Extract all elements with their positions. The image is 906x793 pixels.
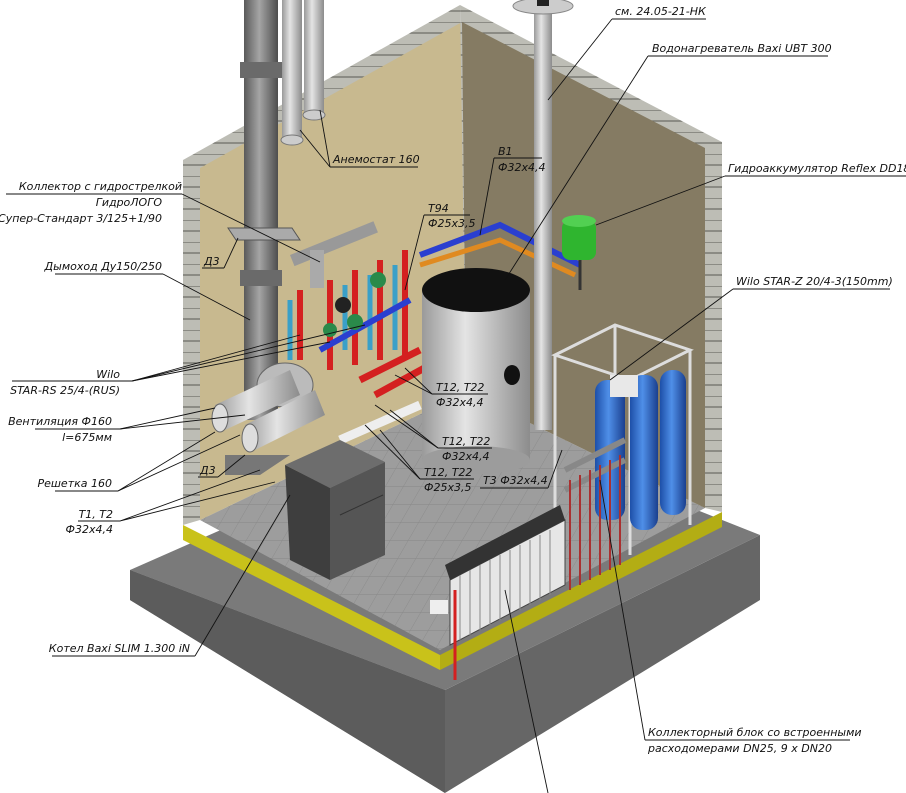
svg-text:см. 24.05-21-НК: см. 24.05-21-НК: [615, 5, 707, 18]
svg-text:Котел Baxi SLIM 1.300 iN: Котел Baxi SLIM 1.300 iN: [49, 642, 190, 655]
svg-text:Решетка 160: Решетка 160: [37, 477, 112, 490]
callout-accumulator: Гидроаккумулятор Reflex DD18: [595, 162, 906, 226]
yellow-plinth: [183, 512, 722, 670]
callout-floor-manifold: Коллекторный блок со встроенными расходо…: [599, 479, 862, 755]
svg-text:Вентиляция Ф160: Вентиляция Ф160: [8, 415, 112, 428]
radiator-leader-line: [504, 589, 549, 793]
water-heater: [422, 268, 530, 474]
svg-text:Т3 Ф32х4,4: Т3 Ф32х4,4: [483, 474, 548, 487]
svg-text:Ф25х3,5: Ф25х3,5: [428, 217, 475, 230]
svg-text:Ф25х3,5: Ф25х3,5: [424, 481, 471, 494]
floor-collector-block: [563, 437, 627, 590]
anemostat-ducts: [280, 0, 326, 146]
svg-text:Т12, Т22: Т12, Т22: [436, 381, 484, 394]
callout-wilo-rs: Wilo STAR-RS 25/4-(RUS): [10, 324, 366, 397]
thermostat-icon: [430, 600, 448, 614]
svg-text:Т94: Т94: [428, 202, 449, 215]
callout-t3: Т3 Ф32х4,4: [480, 449, 563, 489]
callout-d3-top: Д3: [202, 237, 239, 269]
callout-collector: Коллектор с гидрострелкой ГидроЛОГО Супе…: [0, 180, 321, 263]
svg-text:расходомерами DN25, 9 x DN20: расходомерами DN25, 9 x DN20: [647, 742, 832, 755]
svg-text:Ф32х4,4: Ф32х4,4: [442, 450, 489, 463]
svg-text:В1: В1: [498, 145, 513, 158]
svg-text:ГидроЛОГО: ГидроЛОГО: [96, 196, 163, 209]
svg-text:Водонагреватель Baxi UBT 300: Водонагреватель Baxi UBT 300: [652, 42, 832, 55]
callout-water-heater: Водонагреватель Baxi UBT 300: [504, 42, 832, 281]
svg-text:Т1, Т2: Т1, Т2: [79, 508, 113, 521]
callout-ventilation: Вентиляция Ф160 l=675мм: [8, 407, 246, 444]
svg-text:Д3: Д3: [203, 255, 220, 268]
callout-t12-c: Т12, Т22 Ф25х3,5: [364, 424, 474, 494]
svg-text:Ф32х4,4: Ф32х4,4: [498, 161, 545, 174]
callout-anemostat: Анемостат 160: [299, 109, 420, 168]
callout-ref-drawing: см. 24.05-21-НК: [547, 5, 707, 101]
expansion-tank: [562, 215, 596, 290]
callout-d3-bottom: Д3: [198, 454, 246, 478]
callout-t1-t2: Т1, Т2 Ф32х4,4: [66, 469, 276, 536]
svg-text:Wilo: Wilo: [96, 368, 120, 381]
svg-text:Д3: Д3: [199, 464, 216, 477]
callout-grille: Решетка 160: [37, 431, 241, 492]
callout-t12-a: Т12, Т22 Ф32х4,4: [394, 367, 488, 409]
svg-text:Коллекторный блок со встроенны: Коллекторный блок со встроенными: [648, 726, 862, 739]
svg-text:Т12, Т22: Т12, Т22: [424, 466, 472, 479]
svg-text:Т12, Т22: Т12, Т22: [442, 435, 490, 448]
callout-chimney: Дымоход Ду150/250: [44, 260, 251, 321]
svg-text:STAR-RS 25/4-(RUS): STAR-RS 25/4-(RUS): [10, 384, 120, 397]
callout-b1: В1 Ф32х4,4: [479, 145, 545, 236]
callout-wilo-z: Wilo STAR-Z 20/4-3(150mm): [609, 275, 893, 381]
floor: [200, 392, 705, 650]
svg-text:Ф32х4,4: Ф32х4,4: [436, 396, 483, 409]
svg-text:Дымоход Ду150/250: Дымоход Ду150/250: [44, 260, 162, 273]
ventilation-ducts: [211, 362, 325, 475]
radiator: [430, 505, 566, 680]
callout-t12-b: Т12, Т22 Ф32х4,4: [374, 404, 492, 463]
svg-text:Ф32х4,4: Ф32х4,4: [66, 523, 113, 536]
boiler: [285, 440, 385, 580]
callout-t94: Т94 Ф25х3,5: [404, 202, 475, 291]
svg-text:Коллектор с гидрострелкой: Коллектор с гидрострелкой: [19, 180, 182, 193]
svg-text:Wilo STAR-Z 20/4-3(150mm): Wilo STAR-Z 20/4-3(150mm): [736, 275, 893, 288]
svg-text:Анемостат 160: Анемостат 160: [332, 153, 420, 166]
callout-boiler: Котел Baxi SLIM 1.300 iN: [49, 494, 291, 657]
svg-text:l=675мм: l=675мм: [62, 431, 112, 444]
svg-text:Супер-Стандарт 3/125+1/90: Супер-Стандарт 3/125+1/90: [0, 212, 162, 225]
svg-text:Гидроаккумулятор Reflex DD18: Гидроаккумулятор Reflex DD18: [728, 162, 906, 175]
